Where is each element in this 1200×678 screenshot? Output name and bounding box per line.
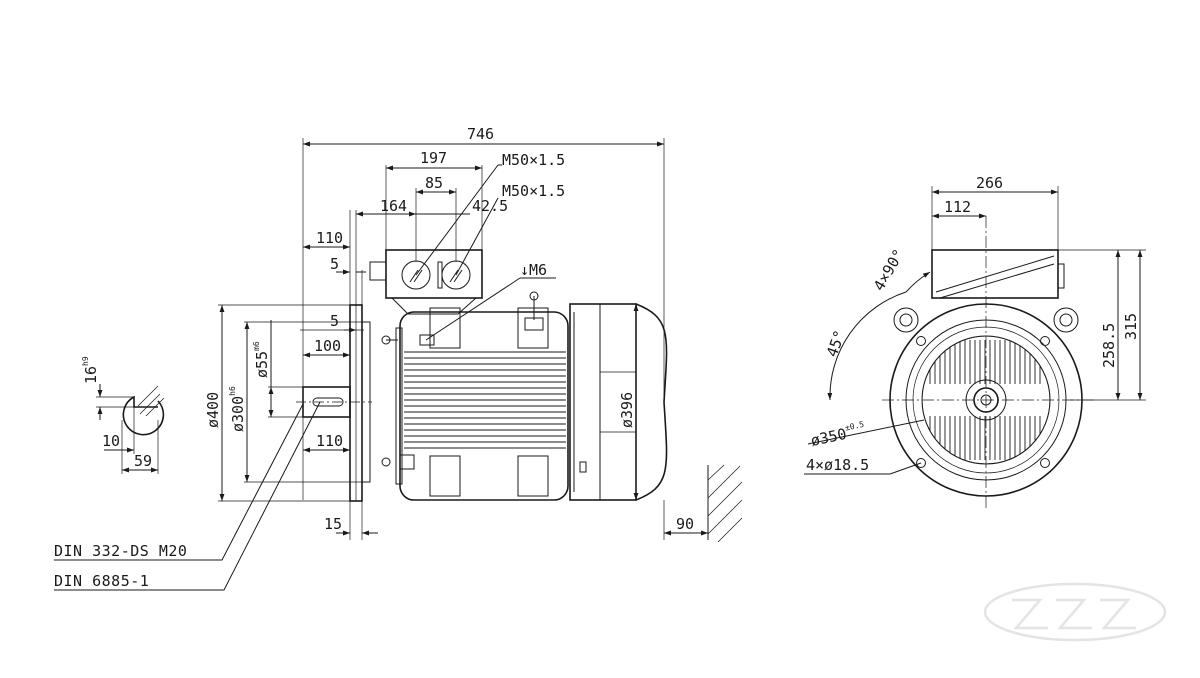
dim-shaft-diameter: ø55m6: [252, 341, 271, 378]
dim-flange-thk: 5: [330, 255, 339, 273]
dim-gland-spacing: 85: [425, 174, 443, 192]
mount-hole-icon: [1040, 336, 1050, 346]
dim-key-height: 59: [134, 452, 152, 470]
lifting-eye-right-icon: [1053, 307, 1079, 333]
dim-mount-holes: 4×ø18.5: [806, 456, 869, 474]
label-gland-1: M50×1.5: [502, 151, 565, 169]
mount-hole-icon: [916, 336, 926, 346]
dim-spigot-diameter: ø300h6: [228, 386, 247, 432]
dim-fan-clearance: 90: [676, 515, 694, 533]
end-view: 266 112 258.5 315 4×90° 45° ø350±0.5 4×ø…: [804, 174, 1146, 510]
dim-shaft-len: 110: [316, 432, 343, 450]
label-earth-terminal: ↓M6: [520, 261, 547, 279]
z-z-logo-icon: [983, 582, 1167, 642]
dim-overall-length: 746: [467, 125, 494, 143]
dim-tb-width-end: 266: [976, 174, 1003, 192]
dim-tb-offset-end: 112: [944, 198, 971, 216]
lifting-eye-left-icon: [893, 307, 919, 333]
fan-grille-icon: [922, 336, 1050, 464]
dim-height-315: 315: [1122, 313, 1140, 340]
mount-hole-icon: [1040, 458, 1050, 468]
mount-hole-icon: [916, 458, 926, 468]
dim-height-258: 258.5: [1100, 323, 1118, 368]
dim-key-width: 16h9: [81, 356, 100, 384]
dim-key-depth: 10: [102, 432, 120, 450]
dim-tb-offset: 164: [380, 197, 407, 215]
side-view: 746 197 85 164 42.5 M50×1.5 M50×1.5 110 …: [54, 125, 743, 591]
label-gland-2: M50×1.5: [502, 182, 565, 200]
shaft-key: [312, 397, 344, 407]
dim-flange-to-end: 110: [316, 229, 343, 247]
dim-tb-width: 197: [420, 149, 447, 167]
dim-flange-depth: 15: [324, 515, 342, 533]
note-key-standard: DIN 6885-1: [54, 572, 149, 590]
dim-flange-diameter: ø400: [204, 392, 222, 428]
motor-body: [381, 291, 587, 501]
shaft-section: 16h9 10 59: [81, 356, 165, 474]
wall-hatch: [707, 464, 743, 543]
dim-gland-offset: 42.5: [472, 197, 508, 215]
dim-angle-45: 45°: [823, 328, 849, 360]
dim-fancowl-diameter: ø396: [618, 392, 636, 428]
note-center-hole: DIN 332-DS M20: [54, 542, 187, 560]
dim-angle-tb: 4×90°: [870, 246, 908, 294]
dim-spigot: 5: [330, 312, 339, 330]
dim-shaft-len-inner: 100: [314, 337, 341, 355]
dim-pcd: ø350±0.5: [809, 420, 867, 450]
terminal-box: [369, 249, 483, 315]
